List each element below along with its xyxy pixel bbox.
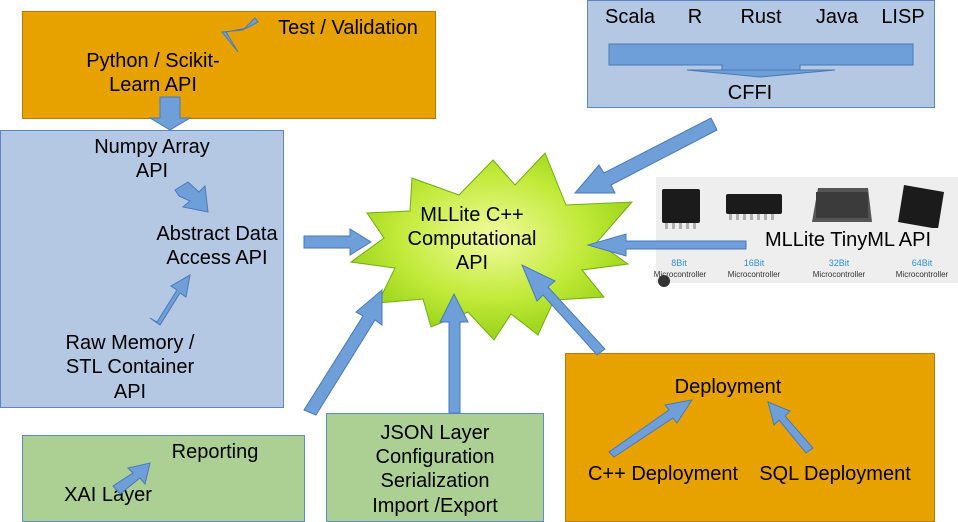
cpp-deployment-label: C++ Deployment xyxy=(587,463,739,485)
core-starburst xyxy=(349,152,634,341)
chip-8bit-caption: Microcontroller xyxy=(654,270,707,279)
json-label-2: Configuration xyxy=(375,446,495,468)
chip-16bit-caption: Microcontroller xyxy=(728,270,781,279)
arrow-deployment-to-core xyxy=(521,263,606,356)
lang-lisp: LISP xyxy=(881,6,925,28)
lang-rust: Rust xyxy=(740,6,782,28)
core-label-2: Computational xyxy=(407,228,537,250)
arrow-numpy-to-abstract xyxy=(174,181,209,213)
deployment-title: Deployment xyxy=(674,376,782,398)
arrow-json-to-core xyxy=(439,292,469,414)
python-api-label-2: Learn API xyxy=(109,74,197,96)
tinyml-label: MLLite TinyML API xyxy=(752,228,944,252)
json-layer-box xyxy=(326,413,544,522)
chip-8bit xyxy=(662,189,700,229)
tinyml-partial-icon xyxy=(658,275,670,287)
chip-64bit xyxy=(898,185,944,229)
abstract-label-1: Abstract Data xyxy=(156,223,278,245)
arrow-xai-to-reporting xyxy=(112,462,151,495)
lang-r: R xyxy=(687,6,703,28)
numpy-label-1: Numpy Array xyxy=(94,136,210,158)
deployment-box xyxy=(565,353,935,522)
chip-16bit xyxy=(726,194,782,220)
rawmem-label-1: Raw Memory / xyxy=(65,332,195,354)
arrow-tinyml-to-core xyxy=(586,233,747,257)
arrow-reporting-to-core xyxy=(303,288,383,416)
cffi-funnel xyxy=(608,43,914,78)
lang-java: Java xyxy=(815,6,859,28)
reporting-box xyxy=(22,435,305,522)
json-label-3: Serialization xyxy=(380,470,490,492)
rawmem-label-2: STL Container xyxy=(65,356,195,378)
chip-32bit-caption: Microcontroller xyxy=(813,270,866,279)
arrow-cpp-to-deployment xyxy=(608,399,694,458)
python-api-label-1: Python / Scikit- xyxy=(86,50,220,72)
xai-layer-label: XAI Layer xyxy=(64,484,152,506)
python-api-box xyxy=(22,11,436,119)
json-label-1: JSON Layer xyxy=(380,422,490,444)
core-label-3: API xyxy=(455,252,489,274)
chip-64bit-caption: Microcontroller xyxy=(896,270,949,279)
cffi-label: CFFI xyxy=(727,82,773,104)
arrow-test-to-python xyxy=(221,17,259,53)
rawmem-label-3: API xyxy=(113,381,147,403)
chip-8bit-bits: 8Bit xyxy=(671,258,687,268)
arrow-python-to-numpy xyxy=(148,96,192,131)
arrow-languages-to-core xyxy=(573,117,718,194)
data-access-box xyxy=(0,130,284,408)
reporting-label: Reporting xyxy=(171,441,259,463)
numpy-label-2: API xyxy=(135,160,169,182)
chip-32bit xyxy=(812,188,872,222)
arrow-sql-to-deployment xyxy=(767,401,814,454)
abstract-label-2: Access API xyxy=(166,247,268,269)
json-label-4: Import /Export xyxy=(372,495,498,517)
lang-scala: Scala xyxy=(604,6,656,28)
arrow-abstract-to-core xyxy=(303,228,372,256)
chip-16bit-bits: 16Bit xyxy=(744,258,765,268)
chip-32bit-bits: 32Bit xyxy=(829,258,850,268)
arrow-raw-to-abstract xyxy=(149,274,191,326)
chip-64bit-bits: 64Bit xyxy=(912,258,933,268)
core-label-1: MLLite C++ xyxy=(420,204,524,226)
test-validation-label: Test / Validation xyxy=(278,17,418,39)
sql-deployment-label: SQL Deployment xyxy=(759,463,911,485)
